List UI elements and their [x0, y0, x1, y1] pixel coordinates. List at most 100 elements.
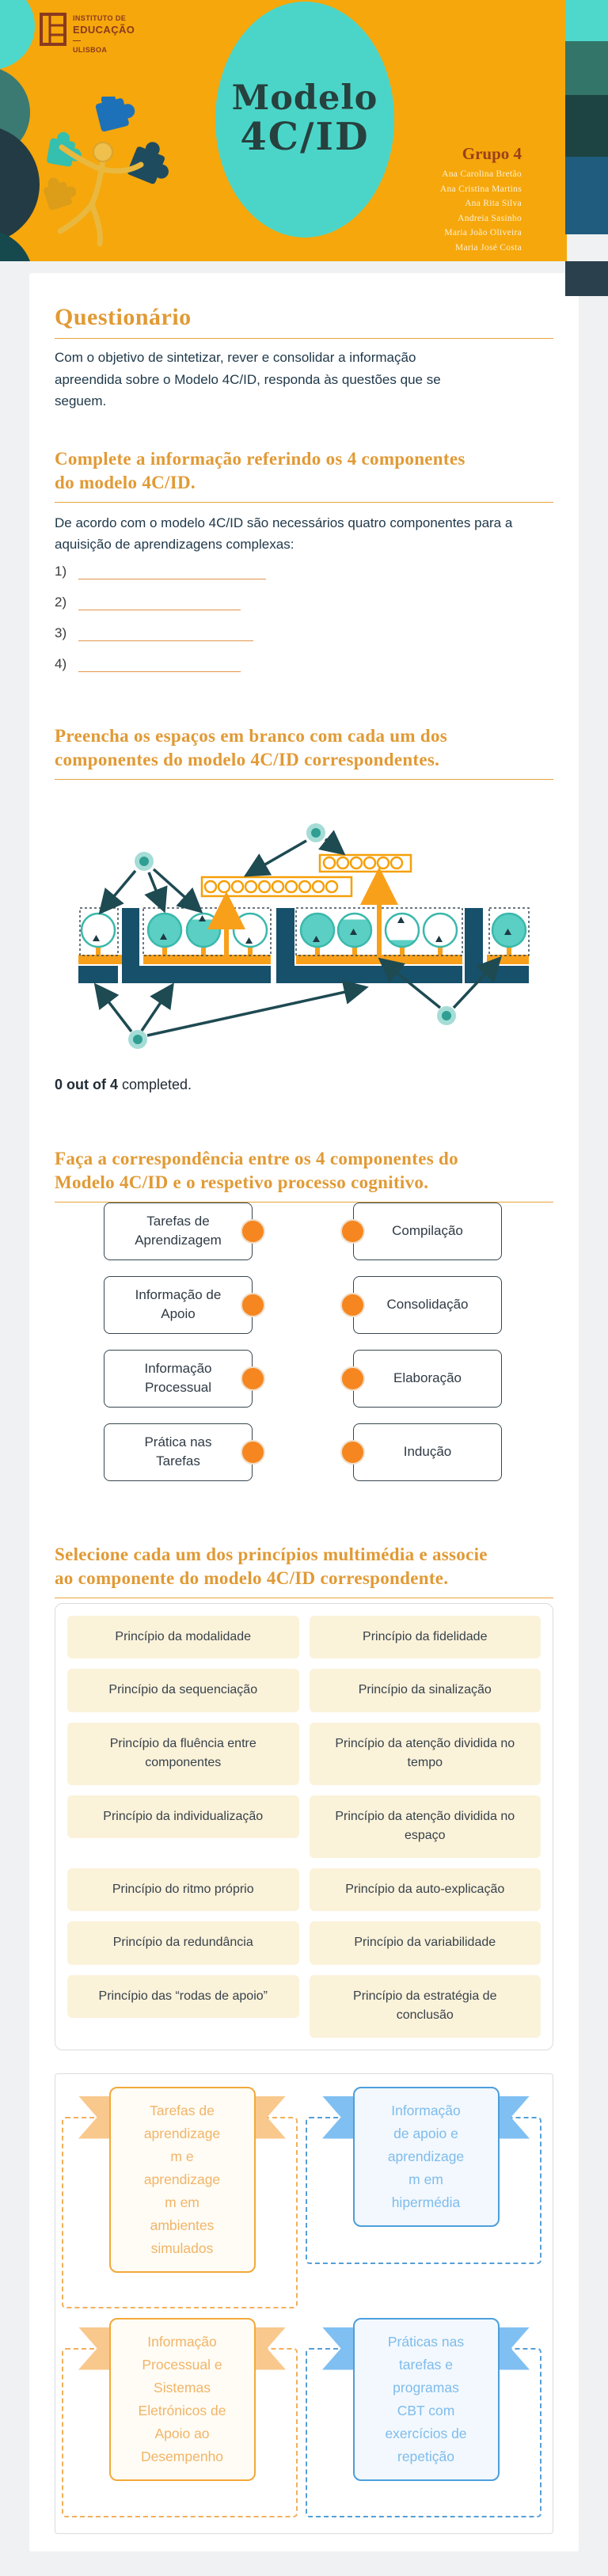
connector-dot[interactable] — [340, 1218, 365, 1244]
category-card-praticas[interactable]: Práticas nas tarefas e programas CBT com… — [352, 2317, 500, 2481]
group-member-name: Ana Cristina Martins — [439, 184, 522, 194]
blank-item-1: 1) — [55, 560, 553, 579]
group-member-name: Maria João Oliveira — [444, 228, 522, 237]
institution-logo-icon — [40, 13, 66, 46]
match-item-compilacao[interactable]: Compilação — [340, 1202, 502, 1260]
principle-button[interactable]: Princípio da fluência entre componentes — [67, 1722, 299, 1785]
match-item-inducao[interactable]: Indução — [340, 1423, 502, 1481]
completion-count: 0 out of 4 — [55, 1076, 118, 1092]
page-header: INSTITUTO DE EDUCAÇÃO — ULISBOA Modelo 4… — [0, 0, 567, 261]
principle-button[interactable]: Princípio do ritmo próprio — [67, 1867, 299, 1911]
category-card-informacao-apoio[interactable]: Informação de apoio e aprendizage m em h… — [352, 2086, 500, 2227]
answer-input-line[interactable] — [78, 593, 241, 610]
match-item-tarefas-de-aprendizagem[interactable]: Tarefas de Aprendizagem — [104, 1202, 265, 1260]
header-accent-circle — [0, 230, 33, 261]
match-item-label: Tarefas de Aprendizagem — [135, 1214, 222, 1248]
category-card-informacao-processual[interactable]: Informação Processual e Sistemas Eletrón… — [108, 2317, 256, 2481]
match-item-label: Informação de Apoio — [135, 1287, 222, 1321]
page-title-line1: Modelo — [231, 78, 378, 119]
match-item-label: Elaboração — [393, 1370, 462, 1385]
matching-row: Prática nas Tarefas Indução — [55, 1423, 553, 1481]
blank-number: 4) — [55, 655, 67, 671]
diagram-exercise[interactable] — [55, 823, 553, 1061]
match-item-informacao-processual[interactable]: Informação Processual — [104, 1349, 265, 1408]
principle-button[interactable]: Princípio da fidelidade — [309, 1615, 541, 1658]
answer-input-line[interactable] — [78, 624, 253, 641]
principles-heading-block: Selecione cada um dos princípios multimé… — [55, 1543, 553, 1598]
principle-button[interactable]: Princípio da modalidade — [67, 1615, 299, 1658]
category-quadrant: Tarefas de aprendizage m e aprendizage m… — [60, 2080, 304, 2312]
match-item-label: Consolidação — [386, 1297, 469, 1312]
edge-accent-block — [565, 261, 608, 296]
match-item-label: Informação Processual — [144, 1361, 212, 1395]
connector-dot[interactable] — [241, 1439, 265, 1465]
group-member-name: Ana Rita Silva — [465, 199, 522, 208]
matching-heading-block: Faça a correspondência entre os 4 compon… — [55, 1147, 553, 1203]
principle-button[interactable]: Princípio da variabilidade — [309, 1921, 541, 1965]
puzzle-juggler-illustration — [44, 97, 169, 247]
principle-button[interactable]: Princípio da estratégia de conclusão — [309, 1974, 541, 2038]
answer-input-line[interactable] — [78, 562, 266, 579]
matching-exercise: Tarefas de Aprendizagem Compilação Infor… — [55, 1202, 553, 1481]
edge-accent-block — [565, 157, 608, 234]
group-member-name: Maria José Costa — [454, 242, 522, 253]
principle-button[interactable]: Princípio da sequenciação — [67, 1669, 299, 1712]
connector-dot[interactable] — [241, 1366, 265, 1391]
diagram-heading: Preencha os espaços em branco com cada u… — [55, 725, 448, 769]
header-accent-circle — [0, 0, 35, 70]
match-item-informacao-de-apoio[interactable]: Informação de Apoio — [104, 1275, 265, 1334]
connector-dot[interactable] — [241, 1218, 265, 1244]
answer-input-line[interactable] — [78, 655, 241, 672]
principle-button[interactable]: Princípio da atenção dividida no espaço — [309, 1795, 541, 1858]
match-item-label: Compilação — [392, 1223, 463, 1238]
completion-suffix: completed. — [118, 1076, 192, 1092]
principle-button[interactable]: Princípio da auto-explicação — [309, 1867, 541, 1911]
edge-accent-block — [565, 0, 608, 41]
logo-text-line: INSTITUTO DE — [73, 14, 127, 22]
match-item-consolidacao[interactable]: Consolidação — [340, 1275, 502, 1334]
principle-button[interactable]: Princípio da individualização — [67, 1795, 299, 1838]
principles-panel: Princípio da modalidade Princípio da fid… — [55, 1602, 553, 2050]
content-card: Questionário Com o objetivo de sintetiza… — [29, 273, 579, 2551]
match-item-elaboracao[interactable]: Elaboração — [340, 1349, 502, 1408]
logo-text-line: EDUCAÇÃO — [73, 24, 135, 36]
group-member-name: Ana Carolina Bretão — [442, 169, 522, 179]
blank-item-3: 3) — [55, 621, 553, 641]
matching-row: Informação de Apoio Consolidação — [55, 1275, 553, 1334]
blank-number: 1) — [55, 563, 67, 579]
principle-button[interactable]: Princípio das “rodas de apoio” — [67, 1974, 299, 2018]
group-member-name: Andreia Sasinho — [458, 213, 522, 223]
category-quadrant: Práticas nas tarefas e programas CBT com… — [304, 2312, 548, 2527]
logo-text-line: ULISBOA — [73, 46, 108, 54]
category-card-tarefas[interactable]: Tarefas de aprendizage m e aprendizage m… — [108, 2086, 256, 2273]
connector-dot[interactable] — [241, 1292, 265, 1317]
edge-accent-block — [565, 41, 608, 95]
completion-status: 0 out of 4 completed. — [55, 1077, 553, 1093]
intro-heading: Questionário — [55, 304, 192, 330]
fill-in-heading: Complete a informação referindo os 4 com… — [55, 448, 466, 492]
blank-item-4: 4) — [55, 652, 553, 672]
matching-row: Informação Processual Elaboração — [55, 1349, 553, 1408]
connector-dot[interactable] — [340, 1366, 365, 1391]
category-quadrant: Informação de apoio e aprendizage m em h… — [304, 2080, 548, 2312]
fill-in-instructions: De acordo com o modelo 4C/ID são necessá… — [55, 515, 513, 552]
connector-dot[interactable] — [340, 1292, 365, 1317]
matching-row: Tarefas de Aprendizagem Compilação — [55, 1202, 553, 1260]
blank-number: 2) — [55, 594, 67, 610]
blank-item-2: 2) — [55, 591, 553, 610]
principles-heading: Selecione cada um dos princípios multimé… — [55, 1544, 488, 1588]
connector-dot[interactable] — [340, 1439, 365, 1465]
fill-in-heading-block: Complete a informação referindo os 4 com… — [55, 447, 553, 503]
blank-number: 3) — [55, 625, 67, 640]
match-item-pratica-nas-tarefas[interactable]: Prática nas Tarefas — [104, 1423, 265, 1481]
4cid-diagram-image — [78, 823, 530, 1049]
category-quadrant: Informação Processual e Sistemas Eletrón… — [60, 2312, 304, 2527]
group-credits: Grupo 4 Ana Carolina Bretão Ana Cristina… — [440, 144, 522, 255]
principle-button[interactable]: Princípio da atenção dividida no tempo — [309, 1722, 541, 1785]
title-badge: Modelo 4C/ID — [215, 2, 394, 237]
principle-button[interactable]: Princípio da redundância — [67, 1921, 299, 1965]
principle-button[interactable]: Princípio da sinalização — [309, 1669, 541, 1712]
matching-heading: Faça a correspondência entre os 4 compon… — [55, 1148, 458, 1192]
page-title-line2: 4C/ID — [240, 115, 370, 160]
